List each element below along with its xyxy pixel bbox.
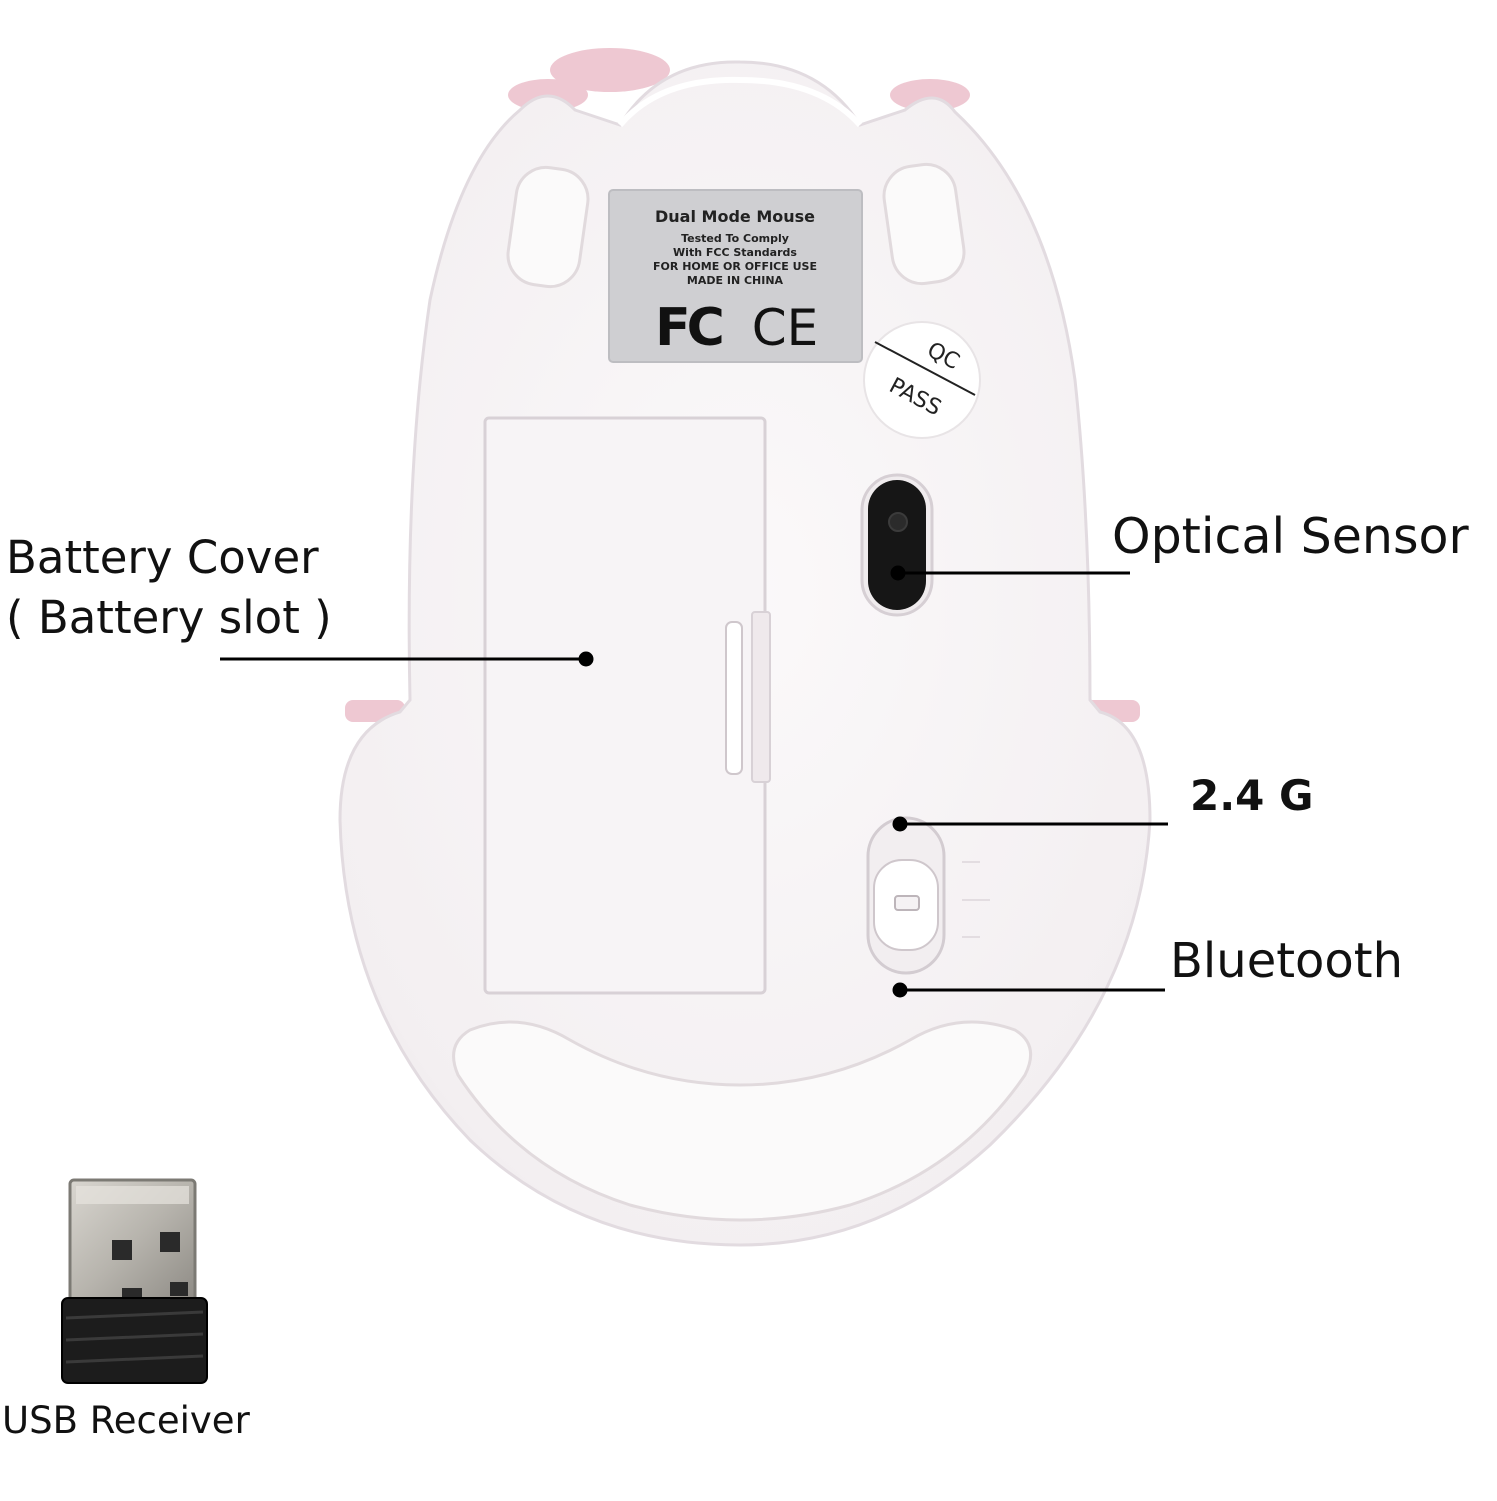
glide-pad-left	[506, 165, 590, 289]
sticker-line: With FCC Standards	[673, 246, 797, 259]
mode-24g-label: 2.4 G	[1190, 771, 1314, 820]
battery-cover-text: Battery Cover	[6, 531, 319, 584]
sticker-line: Tested To Comply	[681, 232, 789, 245]
mode-switch	[866, 816, 990, 975]
callout-leaders	[220, 565, 1168, 998]
battery-slot-text: ( Battery slot )	[6, 591, 332, 644]
optical-sensor-label: Optical Sensor	[1112, 508, 1469, 565]
battery-cover-label: Battery Cover ( Battery slot )	[6, 528, 332, 648]
battery-cover-latch	[725, 621, 743, 775]
sticker-line: MADE IN CHINA	[687, 274, 784, 287]
fcc-logo: FC	[655, 298, 722, 358]
sticker-line: FOR HOME OR OFFICE USE	[653, 260, 817, 273]
optical-sensor	[860, 473, 934, 617]
fcc-sticker: Dual Mode Mouse Tested To Comply With FC…	[608, 189, 863, 363]
usb-receiver-label: USB Receiver	[2, 1399, 250, 1442]
usb-receiver	[61, 1178, 208, 1384]
glide-pad-bottom	[452, 1020, 1033, 1222]
qc-pass-seal: QC PASS	[863, 321, 981, 439]
ce-mark: CE	[752, 299, 819, 357]
battery-cover	[483, 416, 771, 995]
glide-pad-right	[882, 162, 966, 286]
sticker-title: Dual Mode Mouse	[655, 207, 815, 226]
bluetooth-label: Bluetooth	[1170, 933, 1404, 989]
